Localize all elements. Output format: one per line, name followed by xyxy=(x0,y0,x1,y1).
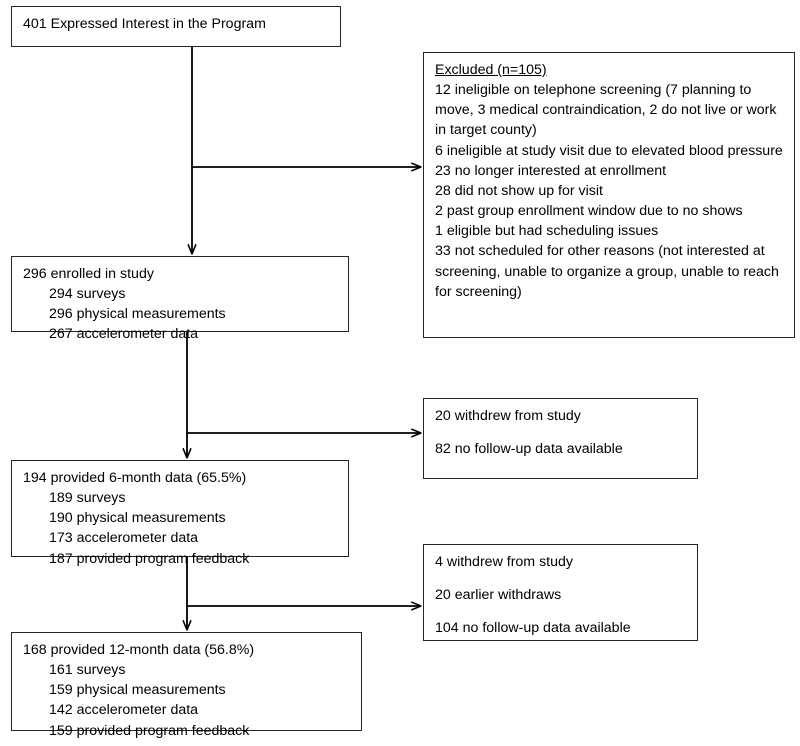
node-line xyxy=(435,572,688,585)
node-line: 6 ineligible at study visit due to eleva… xyxy=(435,142,783,159)
node-line: 104 no follow-up data available xyxy=(435,620,631,637)
node-line: 161 surveys xyxy=(49,662,126,679)
enrolled-box: 296 enrolled in study 294 surveys 296 phys… xyxy=(11,256,349,342)
node-line: 23 no longer interested at enrollment xyxy=(435,162,667,179)
node-line: 159 physical measurements xyxy=(49,682,226,699)
node-line: 294 surveys xyxy=(49,286,126,303)
node-line: Excluded (n=105) xyxy=(435,60,785,80)
lost-to-followup-6-month-box: 20 withdrew from study 82 no follow-up da… xyxy=(423,398,698,479)
node-line: 190 physical measurements xyxy=(49,510,226,527)
node-line: 173 accelerometer data xyxy=(49,530,199,547)
node-line xyxy=(435,605,688,618)
node-line: 168 provided 12-month data (56.8%) xyxy=(23,642,255,658)
node-line: 296 physical measurements xyxy=(49,306,226,323)
node-line: 401 Expressed Interest in the Program xyxy=(23,16,266,32)
expressed-interest-box: 401 Expressed Interest in the Program xyxy=(11,6,341,47)
node-line: 194 provided 6-month data (65.5%) xyxy=(23,470,247,486)
node-line: 20 earlier withdraws xyxy=(435,587,562,604)
node-line: 189 surveys xyxy=(49,490,126,507)
node-line: 28 did not show up for visit xyxy=(435,182,603,199)
node-line: 296 enrolled in study xyxy=(23,266,154,282)
node-line: 142 accelerometer data xyxy=(49,702,199,719)
six-month-box: 194 provided 6-month data (65.5%) 189 sur… xyxy=(11,460,349,567)
excluded-box: Excluded (n=105) 12 ineligible on telepho… xyxy=(423,52,795,338)
node-line: 159 provided program feedback xyxy=(49,722,250,739)
node-line: 267 accelerometer data xyxy=(49,326,199,343)
lost-to-followup-12-month-box: 4 withdrew from study 20 earlier withdraw… xyxy=(423,544,698,641)
node-line: 1 eligible but had scheduling issues xyxy=(435,223,659,240)
node-line: 4 withdrew from study xyxy=(435,554,573,570)
excluded-heading: Excluded (n=105) xyxy=(435,62,547,78)
node-line xyxy=(435,426,688,439)
node-line: 187 provided program feedback xyxy=(49,550,250,567)
node-line: 2 past group enrollment window due to no… xyxy=(435,203,743,220)
node-line: 33 not scheduled for other reasons (not … xyxy=(435,243,779,300)
node-line: 82 no follow-up data available xyxy=(435,441,623,458)
node-line: 12 ineligible on telephone screening (7 … xyxy=(435,82,777,139)
twelve-month-box: 168 provided 12-month data (56.8%) 161 su… xyxy=(11,632,362,739)
node-line: 20 withdrew from study xyxy=(435,408,581,424)
